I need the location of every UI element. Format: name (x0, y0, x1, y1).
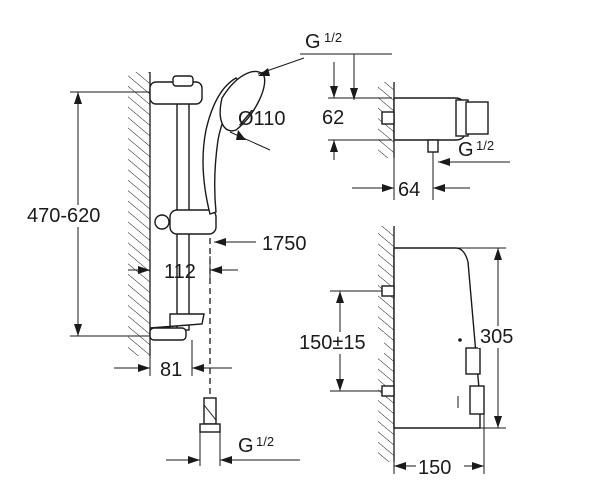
arrow-topg (350, 88, 358, 100)
thermostat-body-height-label: 305 (480, 326, 513, 348)
arrow-81-a (138, 364, 150, 372)
arrow-outg (438, 158, 450, 166)
outlet-thread-label: G (458, 139, 474, 161)
dia-line-2 (229, 131, 271, 151)
label-bg-305 (478, 326, 524, 348)
arrow-305-b (494, 416, 502, 428)
arrow-64-a (382, 184, 394, 192)
bottom-bracket-base (149, 327, 187, 341)
arrow-112-a (138, 266, 150, 274)
head-diameter-label: Ø110 (238, 108, 285, 130)
wall-hatching-bottom-right (378, 226, 394, 462)
arrow-112-b (210, 266, 222, 274)
hose-thread-label: G (238, 435, 254, 457)
dia-arrow-2 (236, 130, 246, 140)
thermostat-body-front (393, 247, 481, 429)
hand-shower-head (219, 70, 266, 132)
label-bg-150 (416, 456, 464, 476)
arrow-hose-b (220, 456, 232, 464)
arrow-150pm-a (336, 291, 344, 303)
control-lower (469, 385, 485, 415)
arrow-down (74, 324, 82, 336)
slider-holder (169, 209, 217, 235)
thermostat-body-side (393, 97, 467, 141)
thermostat-depth-150-label: 150 (418, 457, 451, 479)
thermostat-knob-side (465, 101, 489, 135)
arrow-up (74, 92, 82, 104)
lower-inlet (381, 385, 395, 397)
arrow-150-b (472, 462, 484, 470)
thermostat-side-view: G 1/2 62 G 1/2 64 (300, 30, 510, 201)
dia-arrow-1 (258, 68, 270, 76)
hose-thread-fraction: 1/2 (256, 434, 274, 449)
arrow-150-a (394, 462, 406, 470)
shower-rail-view: 470-620 Ø110 1750 112 81 G (26, 57, 307, 466)
outlet-thread-fraction: 1/2 (476, 138, 494, 153)
rail-height-label: 470-620 (27, 205, 100, 227)
hose-connector (203, 397, 217, 425)
arrow-150pm-b (336, 379, 344, 391)
upper-inlet (381, 285, 395, 297)
slider-knob (154, 214, 170, 230)
hose-connector-detail (203, 404, 217, 421)
arrow-hose-a (188, 456, 200, 464)
rail-offset-81-label: 81 (160, 359, 182, 381)
arrow-64-b (433, 184, 445, 192)
label-bg (26, 205, 124, 227)
rail-offset-112-label: 112 (164, 261, 196, 283)
inlet-thread-label: G (305, 31, 321, 53)
wall-hatching-left (128, 72, 150, 356)
control-dot (458, 338, 462, 342)
label-bg-150pm (298, 332, 384, 354)
thermostat-height-label: 62 (322, 107, 344, 129)
inlet-side (381, 111, 395, 125)
thermostat-front-view: 150±15 305 150 (298, 226, 524, 479)
arrow-81-b (192, 364, 204, 372)
arrow-1750 (214, 238, 226, 246)
arrow-305-a (494, 248, 502, 260)
hose-nut (199, 423, 221, 433)
inlet-spacing-label: 150±15 (299, 332, 366, 354)
bottom-wall-bracket (149, 313, 205, 329)
control-upper (465, 347, 481, 375)
outlet-side (427, 139, 439, 153)
arrow-62-b (330, 140, 338, 152)
arrow-62-a (330, 86, 338, 98)
outlet-distance-label: 1750 (262, 233, 307, 255)
inlet-thread-fraction: 1/2 (324, 30, 342, 45)
top-bracket-cap (172, 75, 194, 87)
thermostat-depth-64-label: 64 (398, 179, 420, 201)
